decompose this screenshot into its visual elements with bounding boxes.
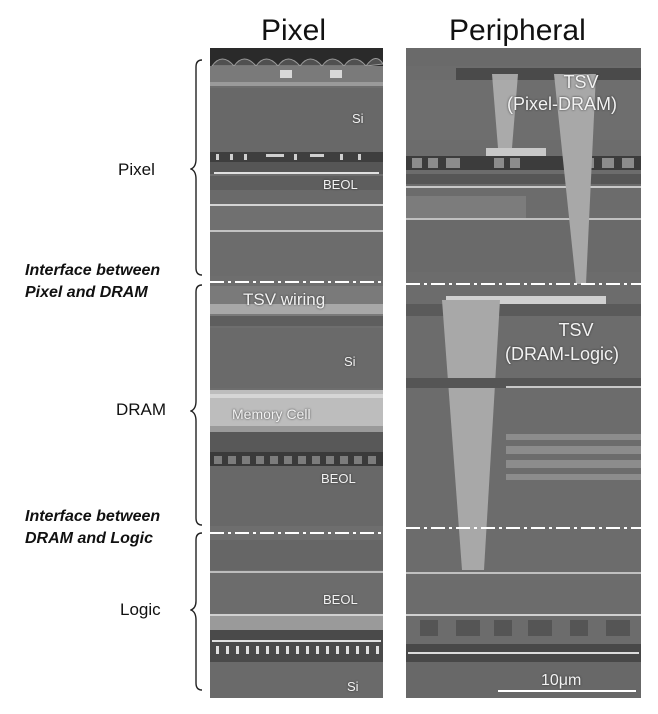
tsv-pixel-dram-label-line1: TSV [563, 72, 599, 92]
peripheral-cross-section-image: TSV (Pixel-DRAM) TSV (DRAM-Logic) 10μm [406, 48, 641, 698]
dram-brace [190, 284, 203, 526]
si-bottom-label: Si [347, 679, 359, 694]
beol-bottom-label: BEOL [323, 592, 358, 607]
interface-dram-logic-line1: Interface between [25, 508, 161, 525]
interface-dram-logic-label: Interface between DRAM and Logic [25, 506, 160, 550]
beol-top-label: BEOL [323, 177, 358, 192]
tsv-pixel-dram-shaft [554, 74, 596, 284]
si-mid-label: Si [344, 354, 356, 369]
pixel-cross-section-graphic [210, 48, 383, 698]
memory-cell-label: Memory Cell [232, 406, 311, 422]
tsv-pixel-dram-label-line2: (Pixel-DRAM) [507, 94, 617, 114]
logic-layer-label: Logic [120, 600, 161, 619]
tsv-dram-logic-label-line2: (DRAM-Logic) [504, 344, 619, 364]
interface-pixel-dram-label: Interface between Pixel and DRAM [25, 260, 160, 304]
interface-pixel-dram-line1: Interface between [25, 262, 161, 279]
pixel-brace [190, 59, 203, 276]
pixel-column-header: Pixel [261, 14, 327, 47]
layer-braces [190, 59, 203, 691]
logic-brace [190, 532, 203, 691]
peripheral-column-header: Peripheral [449, 14, 586, 47]
tsv-pixel-dram-left-shaft [492, 74, 518, 148]
pixel-layer-label: Pixel [118, 160, 155, 179]
tsv-dram-logic-shaft [442, 300, 500, 570]
interface-dram-logic-line2: DRAM and Logic [25, 530, 153, 547]
tsv-wiring-label: TSV wiring [243, 290, 326, 309]
tsv-dram-logic-label-line1: TSV [558, 320, 594, 340]
dram-layer-label: DRAM [116, 400, 167, 419]
pixel-cross-section-image: Si BEOL TSV wiring Si Memory Cell BEOL B… [210, 48, 383, 698]
si-top-label: Si [352, 111, 364, 126]
scale-bar-label: 10μm [541, 672, 582, 689]
beol-mid-label: BEOL [321, 471, 356, 486]
interface-pixel-dram-line2: Pixel and DRAM [25, 284, 148, 301]
peripheral-cross-section-graphic [406, 48, 641, 698]
